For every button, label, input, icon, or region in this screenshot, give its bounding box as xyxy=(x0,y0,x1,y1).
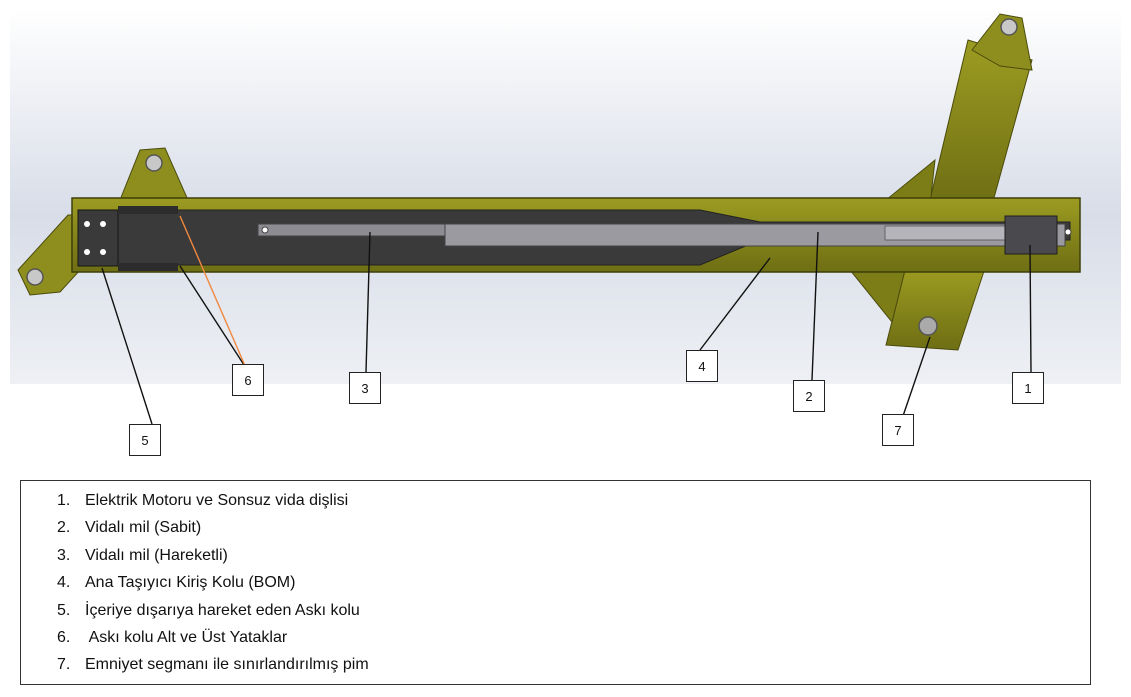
end-plate-bolt xyxy=(84,221,90,227)
lower-bearing xyxy=(118,263,178,271)
legend-item: 1. Elektrik Motoru ve Sonsuz vida dişlis… xyxy=(21,487,1090,514)
end-plate-bolt xyxy=(100,249,106,255)
moving-screw-end xyxy=(261,226,269,234)
legend-item-number: 5. xyxy=(57,601,71,619)
left-hanger-hole xyxy=(26,268,44,286)
leader-line-7 xyxy=(902,336,931,417)
upper-bearing xyxy=(118,206,178,214)
motor-shaft-end xyxy=(1064,228,1072,236)
boom-assembly-drawing xyxy=(10,8,1121,425)
leader-line-5 xyxy=(101,267,153,425)
leader-line-1 xyxy=(1029,244,1032,373)
callout-box-2: 2 xyxy=(793,380,825,412)
legend-item: 5. İçeriye dışarıya hareket eden Askı ko… xyxy=(21,597,1090,624)
legend-item: 4. Ana Taşıyıcı Kiriş Kolu (BOM) xyxy=(21,569,1090,596)
end-plate xyxy=(77,209,119,267)
callout-box-6: 6 xyxy=(232,364,264,396)
electric-motor xyxy=(1004,215,1058,255)
callout-box-3: 3 xyxy=(349,372,381,404)
legend-item: 6. Askı kolu Alt ve Üst Yataklar xyxy=(21,624,1090,651)
lower-right-pin xyxy=(918,316,938,336)
legend-item: 3. Vidalı mil (Hareketli) xyxy=(21,542,1090,569)
legend-item-number: 2. xyxy=(57,519,71,537)
legend-item: 7. Emniyet segmanı ile sınırlandırılmış … xyxy=(21,651,1090,678)
legend-item-text: Emniyet segmanı ile sınırlandırılmış pim xyxy=(85,656,369,674)
legend-item-text: Vidalı mil (Sabit) xyxy=(85,519,202,537)
callout-box-7: 7 xyxy=(882,414,914,446)
upper-right-pin-hole xyxy=(1000,18,1018,36)
callout-box-1: 1 xyxy=(1012,372,1044,404)
leader-line-6-upper xyxy=(179,215,247,369)
left-top-lug-hole xyxy=(145,154,163,172)
leader-line-4 xyxy=(699,257,771,351)
legend-item-text: Elektrik Motoru ve Sonsuz vida dişlisi xyxy=(85,492,349,509)
legend-item: 2. Vidalı mil (Sabit) xyxy=(21,514,1090,541)
legend-item-text: Vidalı mil (Hareketli) xyxy=(85,546,228,564)
end-plate-bolt xyxy=(84,249,90,255)
legend-item-number: 6. xyxy=(57,628,71,646)
leader-line-3 xyxy=(365,231,371,373)
legend-item-number: 3. xyxy=(57,546,71,564)
legend-item-text: İçeriye dışarıya hareket eden Askı kolu xyxy=(85,601,360,619)
leader-line-2 xyxy=(811,231,819,381)
end-plate-bolt xyxy=(100,221,106,227)
callout-box-4: 4 xyxy=(686,350,718,382)
legend-item-text: Ana Taşıyıcı Kiriş Kolu (BOM) xyxy=(85,574,296,592)
leader-line-6-lower xyxy=(179,265,247,369)
legend-item-number: 4. xyxy=(57,574,71,592)
legend-item-number: 1. xyxy=(57,492,71,509)
legend-item-number: 7. xyxy=(57,656,71,674)
parts-legend: 1. Elektrik Motoru ve Sonsuz vida dişlis… xyxy=(20,480,1091,685)
callout-box-5: 5 xyxy=(129,424,161,456)
legend-item-text: Askı kolu Alt ve Üst Yataklar xyxy=(85,628,288,646)
parts-legend-list: 1. Elektrik Motoru ve Sonsuz vida dişlis… xyxy=(21,481,1090,679)
